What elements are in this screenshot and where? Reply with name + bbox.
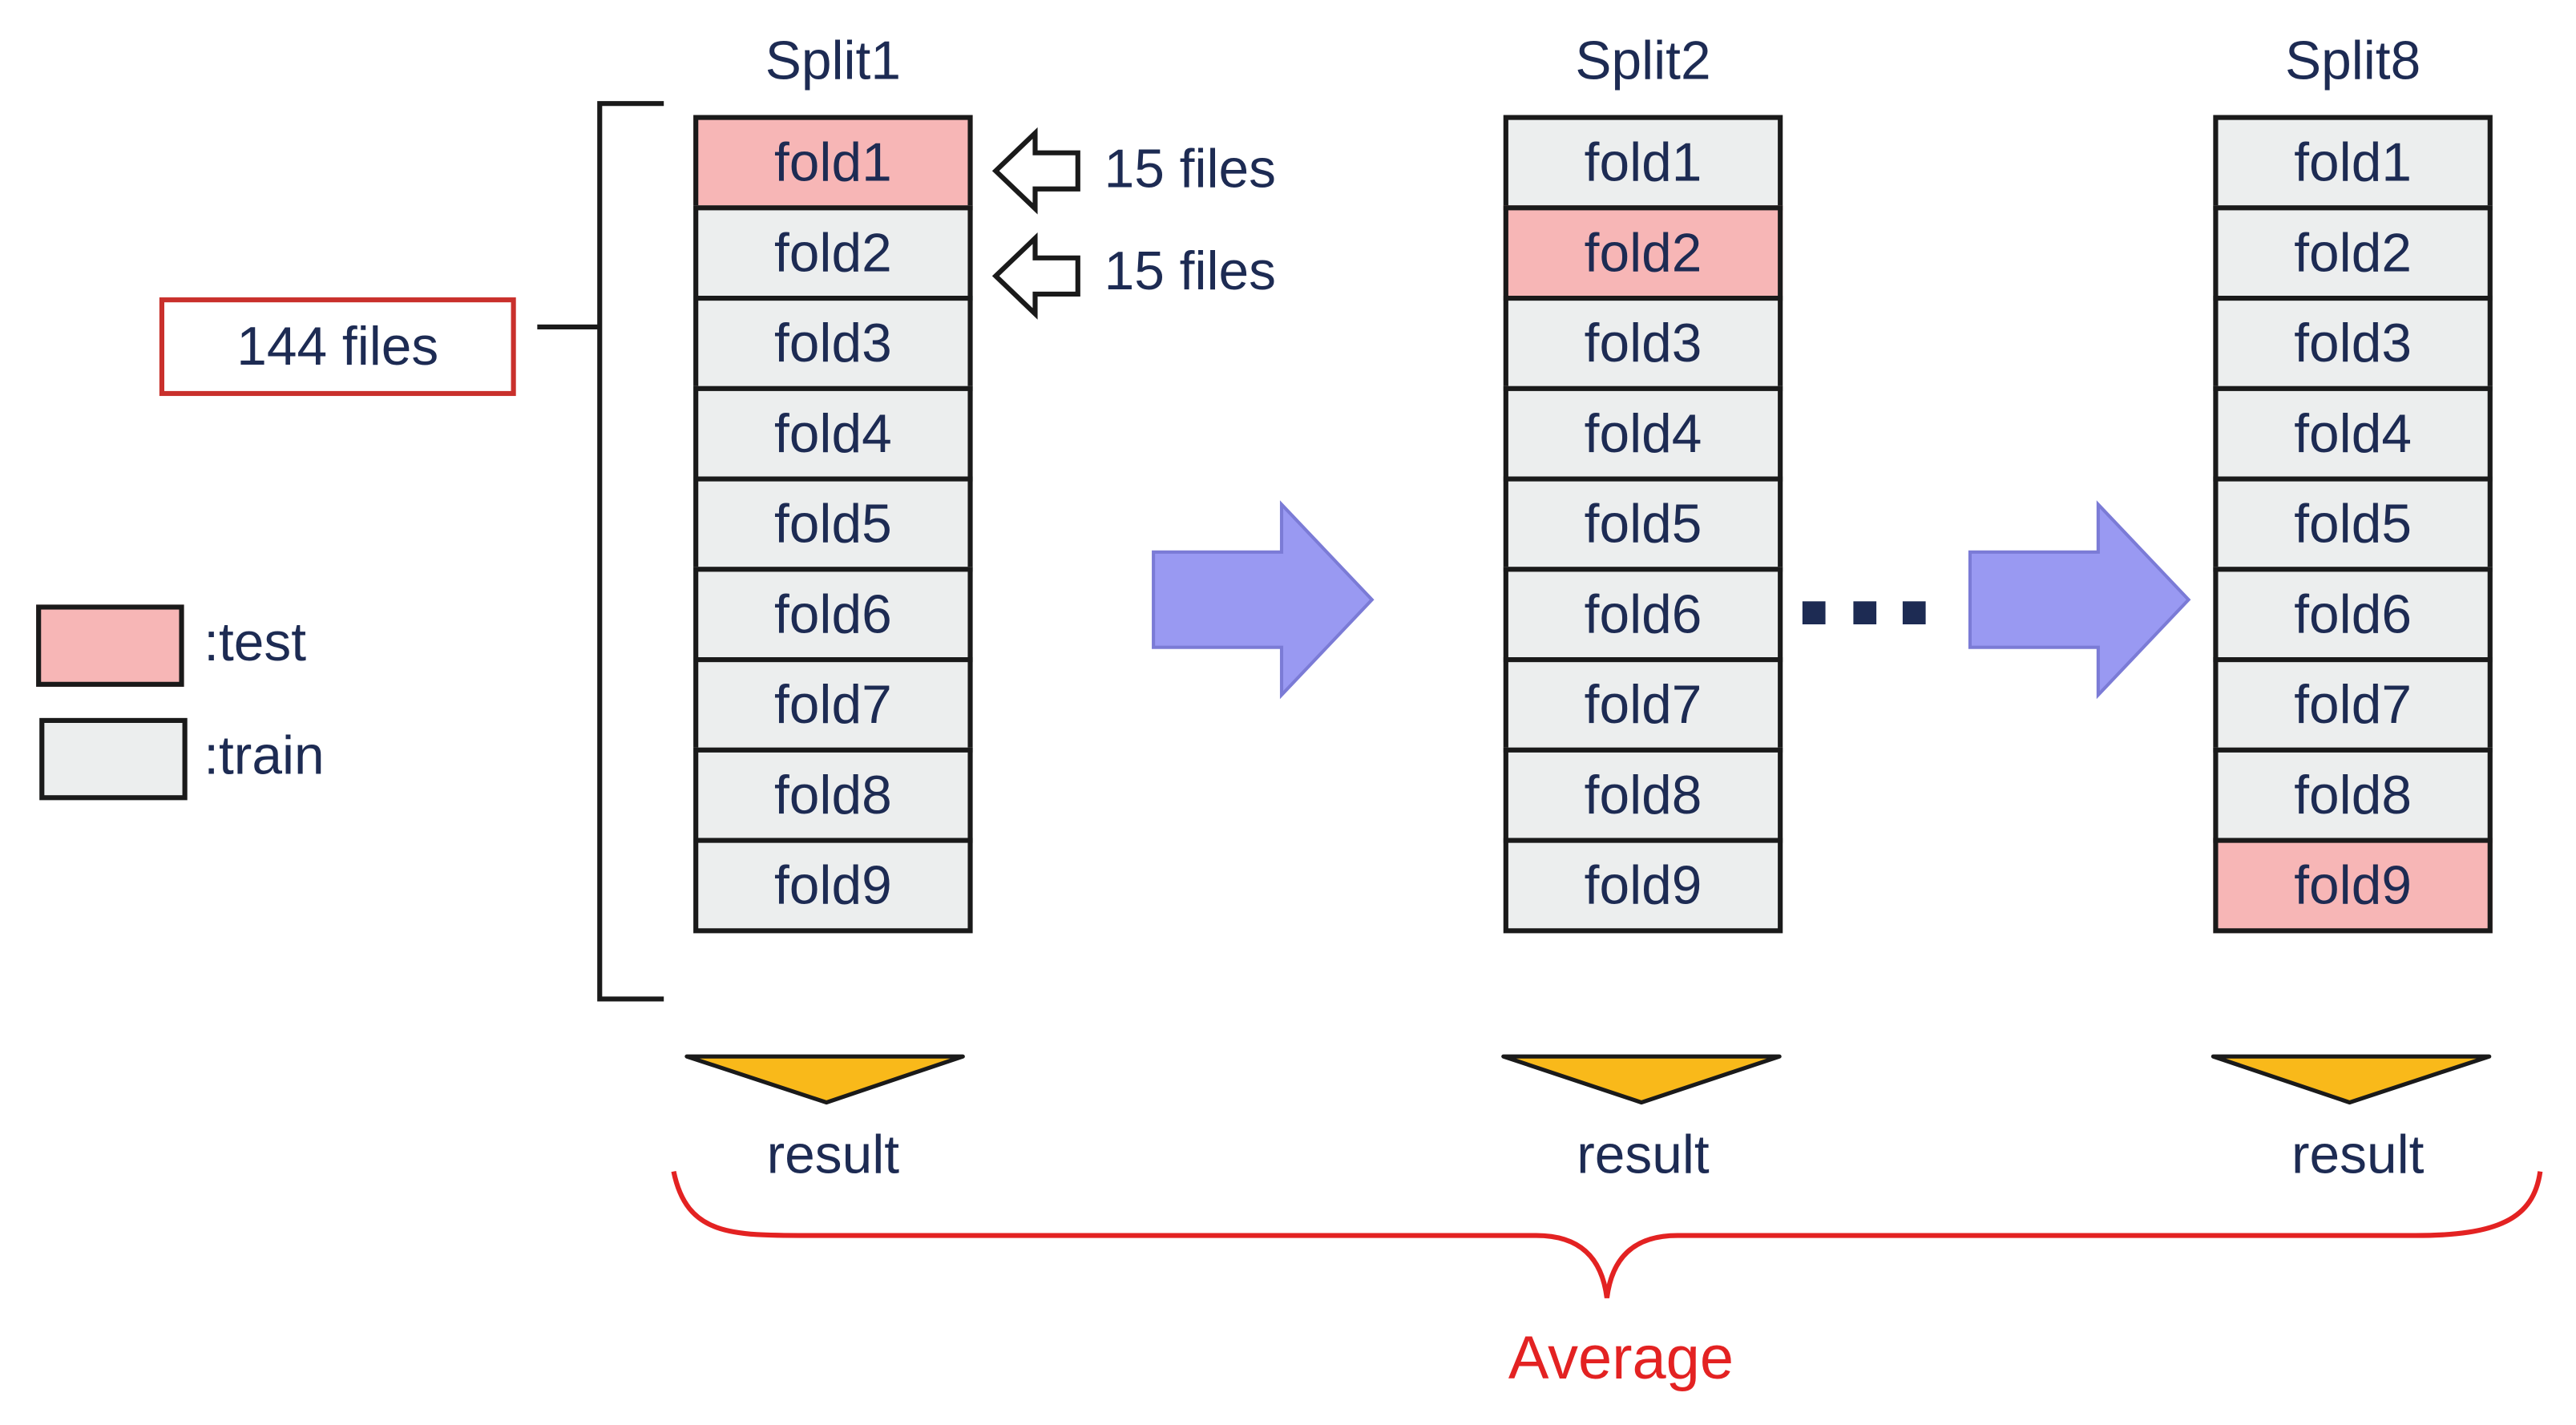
ellipsis-dot: [1902, 601, 1926, 624]
split1-result-triangle-icon: [684, 1054, 965, 1105]
fold2-files-note: 15 files: [1104, 240, 1276, 301]
fold-cell-train: fold6: [2213, 567, 2493, 663]
average-brace: [671, 1171, 2543, 1298]
legend-train-swatch: [39, 717, 188, 801]
dataset-bracket: [597, 101, 664, 1002]
fold-cell-train: fold9: [693, 838, 973, 934]
fold-cell-train: fold4: [1503, 386, 1783, 482]
split8-result-label: result: [2291, 1124, 2425, 1185]
total-files-label: 144 files: [236, 315, 439, 377]
fold-cell-train: fold2: [2213, 205, 2493, 301]
split1-title: Split1: [765, 29, 901, 91]
split2-result-label: result: [1577, 1124, 1710, 1185]
fold-cell-train: fold4: [2213, 386, 2493, 482]
fold-cell-train: fold8: [2213, 747, 2493, 843]
legend-train-label: :train: [204, 725, 325, 785]
fold-cell-train: fold6: [1503, 567, 1783, 663]
fold-cell-train: fold9: [1503, 838, 1783, 934]
fold-cell-test: fold2: [1503, 205, 1783, 301]
last-split-arrow-icon: [1968, 500, 2191, 700]
legend-test-label: :test: [204, 611, 307, 672]
split2-result-triangle-icon: [1501, 1054, 1782, 1105]
split8-result-triangle-icon: [2211, 1054, 2492, 1105]
legend-test-swatch: [36, 604, 184, 687]
fold1-files-note: 15 files: [1104, 138, 1276, 200]
split8-title: Split8: [2284, 29, 2421, 91]
average-label: Average: [1508, 1324, 1734, 1392]
fold-cell-train: fold3: [2213, 296, 2493, 391]
split2-title: Split2: [1575, 29, 1711, 91]
ellipsis-dot: [1802, 601, 1826, 624]
fold-cell-train: fold7: [693, 657, 973, 753]
next-split-arrow-icon: [1152, 500, 1375, 700]
fold-cell-test: fold9: [2213, 838, 2493, 934]
ellipsis-dot: [1853, 601, 1877, 624]
fold-cell-train: fold7: [1503, 657, 1783, 753]
fold2-pointer-arrow-icon: [991, 232, 1080, 320]
fold-cell-train: fold8: [1503, 747, 1783, 843]
fold-cell-train: fold1: [1503, 115, 1783, 211]
split1-result-label: result: [766, 1124, 900, 1185]
fold-cell-train: fold5: [693, 476, 973, 572]
fold1-pointer-arrow-icon: [991, 127, 1080, 215]
fold-cell-train: fold7: [2213, 657, 2493, 753]
total-files-box: 144 files: [159, 297, 516, 397]
fold-cell-train: fold3: [693, 296, 973, 391]
fold-cell-train: fold1: [2213, 115, 2493, 211]
